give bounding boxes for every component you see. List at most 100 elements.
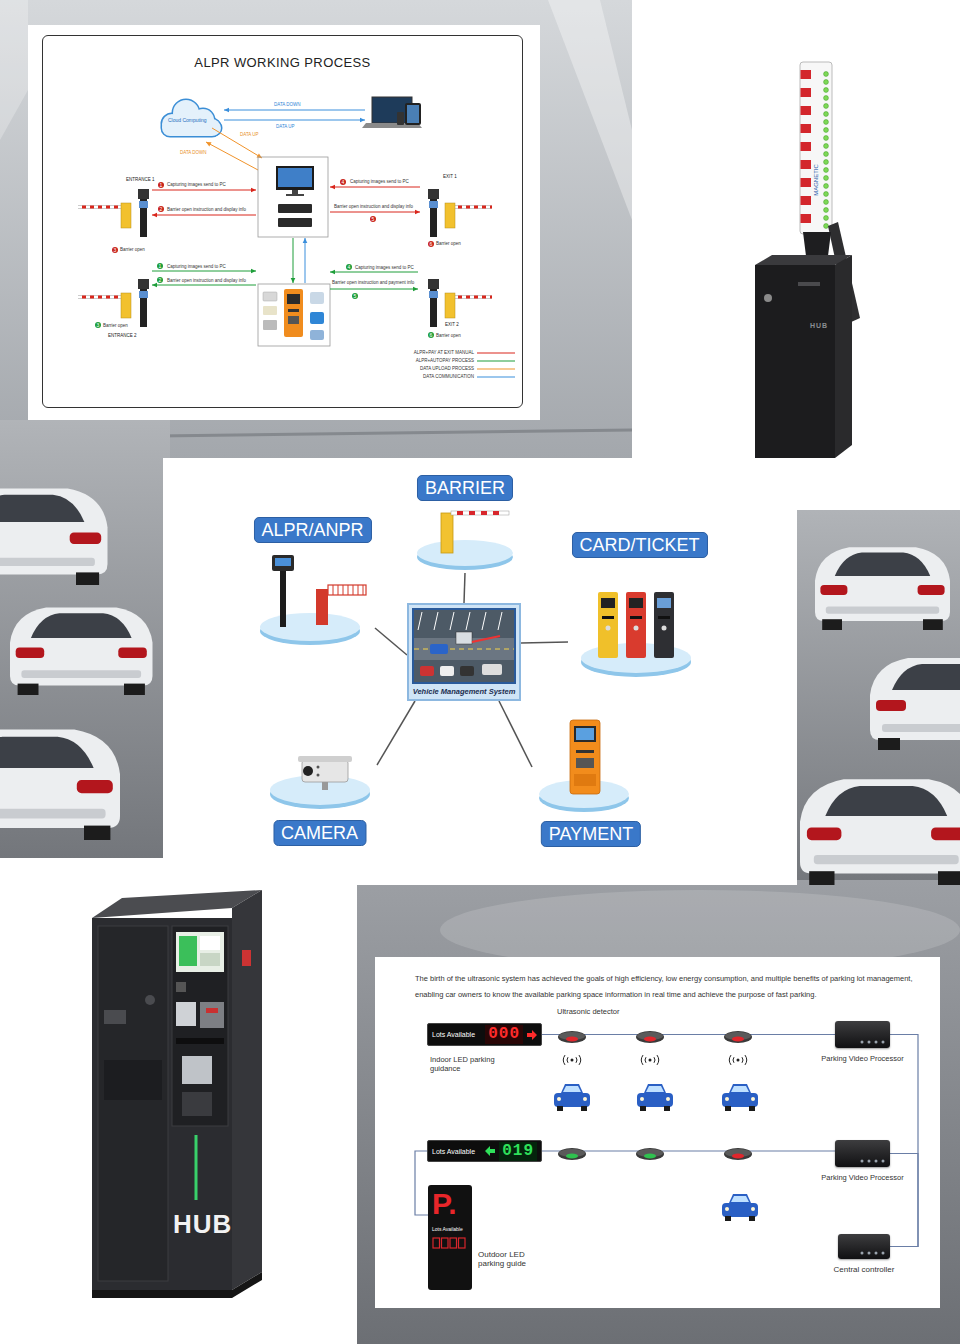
boom-led (824, 224, 829, 229)
garage-floor (350, 880, 960, 1344)
boom-led (824, 80, 829, 85)
kiosk-photo-ground (0, 858, 357, 1344)
arrow-head (224, 108, 229, 113)
legend-sample (477, 375, 515, 379)
wheel (664, 1106, 670, 1111)
arrow-head (251, 188, 256, 193)
annotation-text: DATA UP (276, 124, 295, 129)
cabinet-badge (798, 282, 820, 286)
payment-kiosk (570, 720, 600, 794)
boom-stripe (801, 214, 812, 223)
wheel (76, 572, 99, 585)
boom-led (824, 120, 829, 125)
car-icon (637, 1084, 673, 1111)
detector-light (566, 1037, 578, 1042)
card-icon (263, 292, 277, 301)
keypad (182, 1092, 212, 1116)
parking-sign-letter: P. (432, 1188, 468, 1220)
card-slot (658, 616, 670, 619)
callout-number: 4 (340, 179, 346, 185)
ultrasonic-detector (558, 1148, 586, 1160)
led-display: Lots Available019 (427, 1140, 542, 1162)
guidance-panel: The birth of the ultrasonic system has a… (375, 957, 940, 1308)
camera-head (138, 189, 149, 199)
kiosk-frame (258, 284, 330, 346)
annotation-text: ENTRANCE 1 (126, 177, 155, 182)
annotation-text: Barrier open instruction and payment inf… (332, 280, 414, 285)
digit-segment (459, 1238, 466, 1248)
parked-car (0, 730, 120, 840)
intro-paragraph: The birth of the ultrasonic system has a… (415, 971, 930, 1003)
car-windshield (731, 1086, 749, 1092)
car-window (0, 737, 94, 768)
wheel (18, 684, 39, 695)
annotation-text: Capturing images send to PC (167, 182, 226, 187)
category-label: CARD/TICKET (571, 532, 707, 558)
barrier-arm-edge (78, 295, 126, 299)
signal-dot (571, 1059, 574, 1062)
device-label: Parking Video Processor (821, 1173, 903, 1182)
camera-head (428, 189, 439, 199)
screen-graphic (179, 936, 197, 966)
flow-line (330, 272, 418, 273)
barrier-arm-edge (450, 205, 492, 209)
boom-stripe (801, 124, 812, 133)
arrow-head (413, 287, 418, 292)
barrier-arm (450, 206, 492, 209)
parking-sign: P.Lots Available (428, 1185, 472, 1290)
legend-line (477, 368, 515, 369)
legend-text: ALPR+PAY AT EXIT MANUAL (414, 350, 474, 355)
annotation-text: Barrier open (436, 241, 461, 246)
tail-light (16, 648, 45, 658)
indicator-dot (882, 1160, 885, 1163)
legend-text: ALPR+AUTOPAY PROCESS (416, 358, 474, 363)
parking-stripe (418, 612, 422, 630)
scene-ground (413, 609, 515, 683)
ticket-machine (598, 592, 618, 658)
wheel (822, 619, 842, 630)
callout-number: 6 (428, 241, 434, 247)
indicator-dot (861, 1041, 864, 1044)
car-windshield (646, 1086, 664, 1092)
car-windshield (563, 1086, 581, 1092)
car-body (0, 488, 108, 574)
arrow-head (330, 185, 335, 190)
signal-wave (742, 1057, 743, 1063)
annotation-text: Barrier open instruction and display inf… (167, 207, 246, 212)
boom-led (824, 192, 829, 197)
camera-head (428, 279, 439, 289)
kiosk (284, 289, 303, 337)
flow-line (152, 285, 256, 286)
kiosk-base (92, 1272, 262, 1298)
barrier-arm-stripes (78, 296, 126, 299)
monitor-stand (292, 190, 298, 194)
direction-arrow (527, 1030, 537, 1040)
tail-light (77, 780, 113, 793)
digit-segment (442, 1238, 449, 1248)
car-icon (722, 1084, 758, 1111)
arm-stripe (481, 511, 487, 515)
led-display: Lots Available000 (427, 1023, 542, 1046)
display-screen (429, 201, 438, 208)
device-label: Central controller (834, 1265, 895, 1274)
diagram-title: ALPR WORKING PROCESS (43, 55, 522, 70)
screen-graphic (200, 936, 220, 950)
monitor-screen (278, 168, 312, 187)
qr-icon (310, 330, 324, 340)
annotation-text: DATA DOWN (180, 150, 207, 155)
boom-led (824, 184, 829, 189)
kiosk-front (92, 918, 232, 1290)
legend-sample (477, 351, 515, 355)
fence-bar (353, 585, 354, 595)
signal-wave (733, 1057, 734, 1063)
cash-icon (263, 320, 277, 330)
pc-frame (258, 157, 328, 237)
tail-light (118, 648, 147, 658)
bumper (0, 809, 106, 819)
annotation-text: Capturing images send to PC (167, 264, 226, 269)
signal-wave (576, 1057, 577, 1063)
connector (890, 1154, 918, 1247)
device-detail (835, 1021, 890, 1048)
indicator-dot (868, 1041, 871, 1044)
